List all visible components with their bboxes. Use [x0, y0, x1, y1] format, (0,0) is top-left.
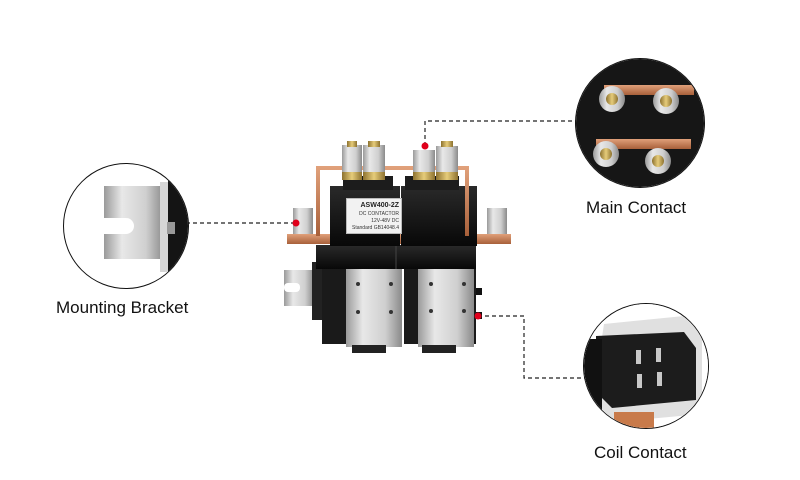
side-bracket [284, 262, 324, 320]
coil-housing-right [404, 262, 482, 353]
terminal-1 [342, 141, 362, 180]
coil-housing-left [322, 262, 402, 353]
upper-body [330, 176, 477, 246]
label-mounting-bracket: Mounting Bracket [56, 298, 189, 317]
inset-main-contact [575, 58, 705, 188]
nameplate-model: ASW400-2Z [360, 202, 399, 209]
terminal-4 [436, 141, 458, 180]
main-contact-detail [576, 59, 704, 187]
main-contact-leader [424, 120, 576, 146]
coil-contact-leader [478, 315, 585, 379]
mounting-bracket-detail [104, 174, 188, 284]
inset-mounting-bracket [63, 163, 189, 289]
coil-contact-detail [584, 304, 708, 428]
terminal-3 [413, 150, 435, 180]
marker-main-contact [421, 142, 429, 150]
nameplate-line-2: 12V-48V DC [371, 218, 399, 224]
inset-coil-contact [583, 303, 709, 429]
label-coil-contact: Coil Contact [594, 443, 687, 462]
nameplate-line-1: DC CONTACTOR [359, 211, 399, 217]
marker-coil-contact [474, 312, 482, 320]
terminal-2 [363, 141, 385, 180]
copper-bridge [316, 166, 469, 236]
nameplate: ASW400-2Z DC CONTACTOR 12V-48V DC Standa… [346, 198, 402, 234]
marker-mounting-bracket [292, 219, 300, 227]
side-bolt-right [487, 208, 507, 234]
label-main-contact: Main Contact [586, 198, 687, 217]
nameplate-line-3: Standard GB14048.4 [352, 225, 399, 231]
side-bolt-left [293, 208, 313, 234]
